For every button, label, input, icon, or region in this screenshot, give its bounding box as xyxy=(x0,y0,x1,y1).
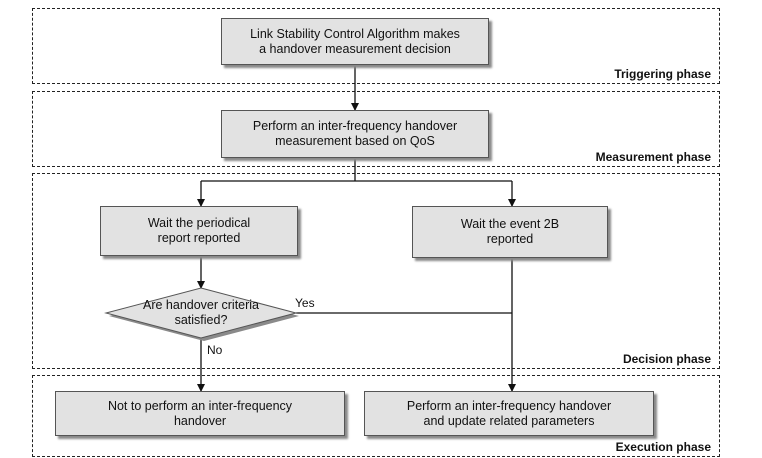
measurement-phase: Measurement phase xyxy=(32,91,720,167)
criteria-diamond-shape xyxy=(104,287,298,339)
decision-phase: Decision phase xyxy=(32,173,720,369)
measurement-phase-label: Measurement phase xyxy=(595,150,711,164)
do-handover-box: Perform an inter-frequency handover and … xyxy=(364,391,654,436)
criteria-text: Are handover criteria satisfied? xyxy=(142,298,260,327)
trigger-box: Link Stability Control Algorithm makes a… xyxy=(221,18,489,65)
no-label: No xyxy=(207,343,223,357)
triggering-phase-label: Triggering phase xyxy=(614,67,711,81)
triggering-phase: Triggering phase xyxy=(32,8,720,84)
execution-phase: Execution phase xyxy=(32,375,720,457)
yes-label: Yes xyxy=(295,296,315,310)
periodical-report-box: Wait the periodical report reported xyxy=(100,206,298,256)
execution-phase-label: Execution phase xyxy=(615,440,711,454)
decision-phase-label: Decision phase xyxy=(622,352,711,366)
measurement-box: Perform an inter-frequency handover meas… xyxy=(221,110,489,158)
event-2b-box: Wait the event 2B reported xyxy=(412,206,608,258)
no-handover-box: Not to perform an inter-frequency handov… xyxy=(55,391,345,436)
